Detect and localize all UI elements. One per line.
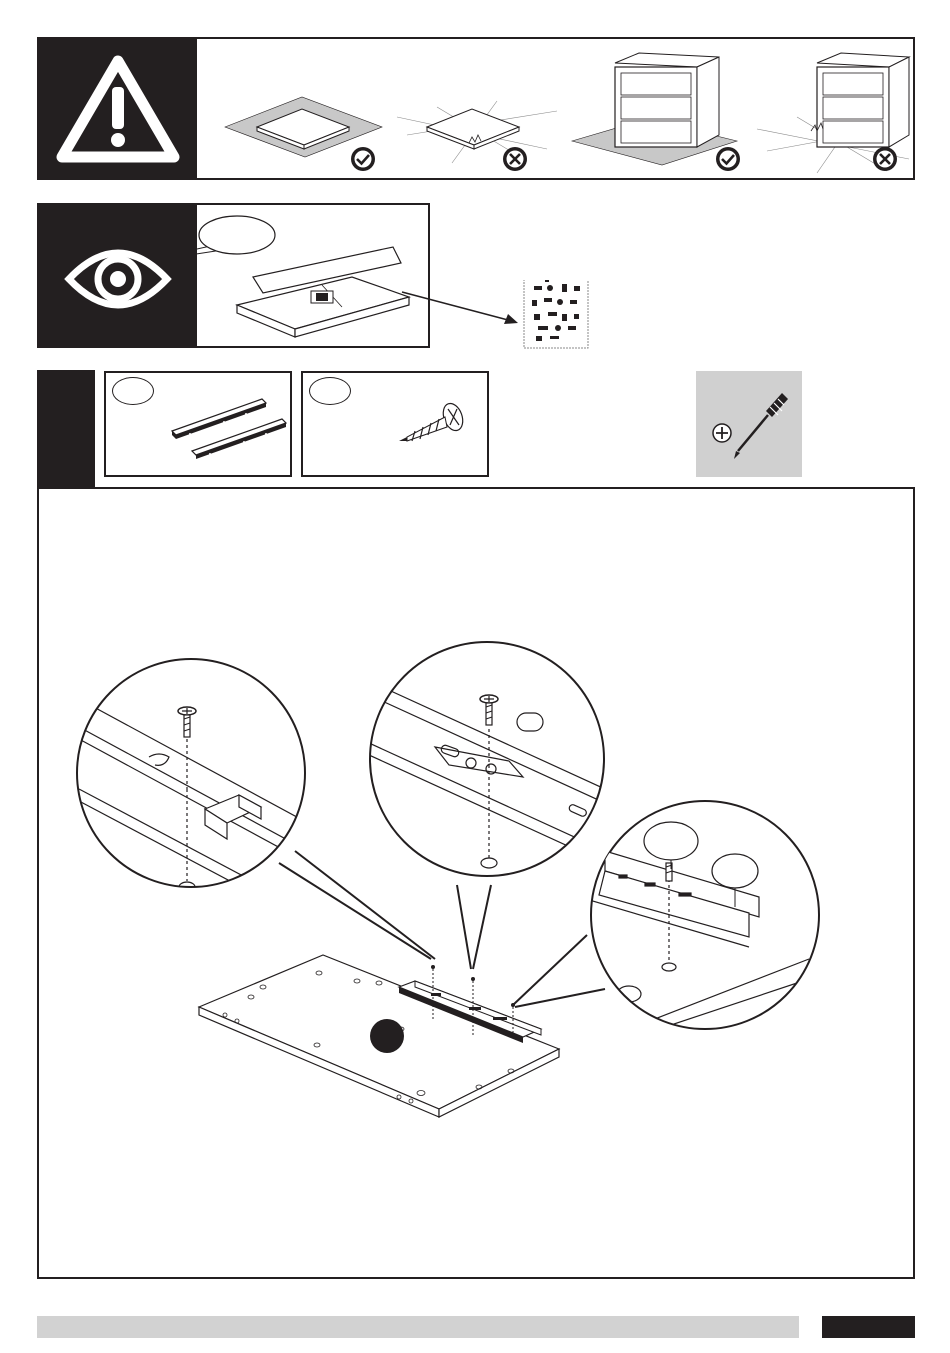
rail-back-detail: [77, 659, 319, 907]
base-panel: [199, 955, 559, 1117]
phillips-screwdriver-icon: [696, 371, 802, 477]
check-circle-icon: [716, 147, 740, 171]
box-contents-illustration: [197, 205, 428, 346]
drawer-rail-icon: [106, 373, 290, 475]
warning-triangle-icon: [39, 39, 197, 178]
panel-on-mat-example: [225, 97, 382, 171]
hardware-bag-icon: [524, 280, 588, 348]
screw-icon: [303, 373, 487, 475]
open-box: [237, 247, 409, 337]
cabinet-on-floor-example: [757, 53, 909, 173]
footer-bar: [37, 1316, 799, 1338]
phillips-head-icon: [713, 424, 731, 442]
cross-circle-icon: [503, 147, 527, 171]
cross-circle-icon: [873, 147, 897, 171]
eye-icon: [39, 205, 197, 346]
panel-on-floor-example: [397, 101, 557, 171]
inspect-panel: [37, 203, 430, 348]
warning-panel: [37, 37, 915, 180]
part-drawer-rails: [104, 371, 292, 477]
pointer-arrow: [400, 280, 600, 352]
panel-marker: [370, 1019, 404, 1053]
assembly-illustration: [39, 489, 913, 1277]
rail-middle-detail: [369, 642, 605, 876]
rail-front-detail: [579, 801, 819, 1029]
warning-icon-box: [39, 39, 197, 178]
floor-protection-examples: [197, 39, 913, 178]
eye-icon-box: [39, 205, 197, 346]
assembly-step-panel: [37, 487, 915, 1279]
cabinet-on-mat-example: [572, 53, 740, 171]
tool-box: [696, 371, 802, 477]
check-circle-icon: [351, 147, 375, 171]
part-screw: [301, 371, 489, 477]
page-number-tab: [822, 1316, 915, 1338]
